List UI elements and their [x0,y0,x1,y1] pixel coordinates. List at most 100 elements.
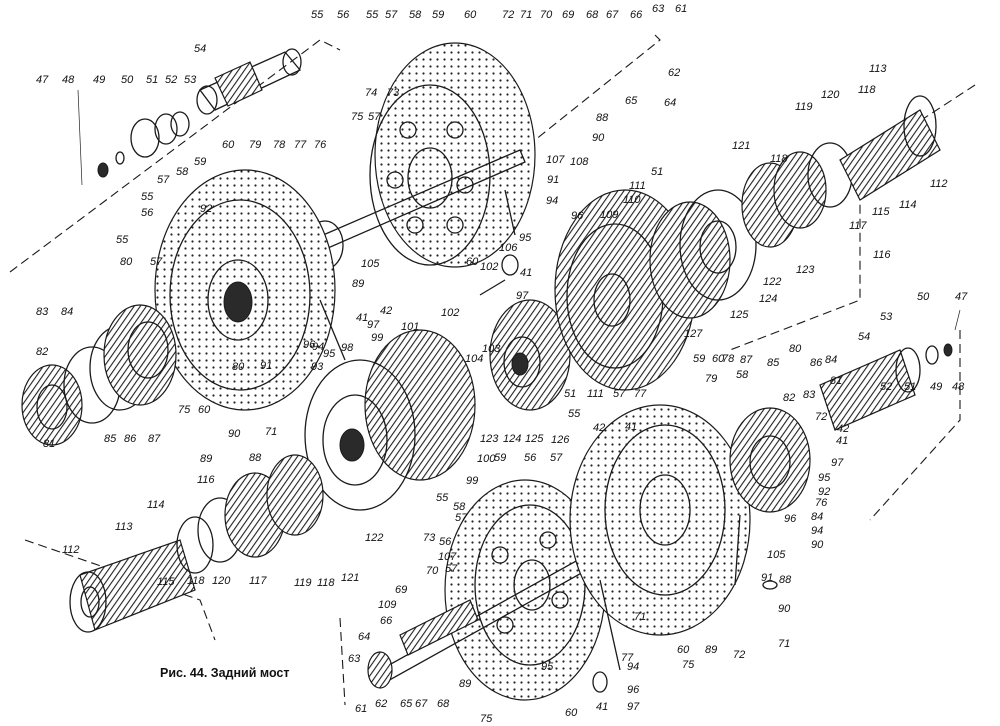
planetary-gear-left [489,299,571,411]
part-number-label: 101 [401,321,419,333]
part-number-label: 75 [178,404,191,416]
part-number-label: 88 [596,112,609,124]
part-number-label: 56 [337,9,350,21]
part-number-label: 58 [736,369,749,381]
part-number-label: 72 [502,9,514,21]
part-number-label: 95 [541,661,554,673]
part-number-label: 95 [323,348,336,360]
assembly-outlines [9,34,976,706]
part-number-label: 109 [378,599,396,611]
hub-bearings-left [21,304,177,446]
part-number-label: 62 [375,698,387,710]
part-number-label: 75 [351,111,364,123]
part-number-label: 109 [600,209,618,221]
part-number-label: 113 [115,521,133,533]
part-number-label: 122 [365,532,383,544]
part-number-label: 86 [124,433,137,445]
part-number-label: 117 [849,220,867,232]
part-number-label: 64 [358,631,370,643]
part-number-label: 53 [184,74,197,86]
part-number-label: 58 [176,166,189,178]
part-number-label: 118 [770,153,788,165]
part-number-label: 50 [121,74,134,86]
part-number-label: 70 [540,9,553,21]
part-number-label: 66 [380,615,393,627]
part-number-label: 113 [869,63,887,75]
part-number-label: 76 [815,497,828,509]
part-number-label: 61 [355,703,367,715]
part-number-label: 47 [36,74,49,86]
part-number-label: 124 [759,293,777,305]
part-number-label: 88 [779,574,792,586]
part-number-label: 59 [432,9,444,21]
part-number-label: 87 [740,354,753,366]
part-number-label: 77 [621,652,634,664]
part-number-label: 90 [811,539,824,551]
part-number-label: 123 [796,264,815,276]
part-number-label: 57 [385,9,398,21]
part-number-label: 116 [197,474,215,486]
part-number-label: 57 [455,512,468,524]
part-number-label: 96 [784,513,797,525]
part-number-label: 57 [613,388,626,400]
part-number-label: 55 [311,9,324,21]
part-number-label: 125 [525,433,544,445]
part-number-label: 47 [955,291,968,303]
part-number-label: 90 [228,428,241,440]
part-number-label: 59 [494,452,506,464]
part-number-label: 53 [880,311,893,323]
part-number-label: 54 [858,331,870,343]
washers-49-53 [97,111,190,178]
part-number-label: 80 [232,361,245,373]
part-number-label: 97 [831,457,844,469]
brake-drum-top [369,42,536,268]
part-number-label: 112 [930,178,948,190]
part-number-label: 105 [767,549,786,561]
part-number-label: 106 [499,242,518,254]
part-number-label: 87 [148,433,161,445]
part-number-label: 48 [62,74,75,86]
part-number-label: 71 [634,611,646,623]
part-number-label: 56 [439,536,452,548]
part-number-label: 55 [116,234,129,246]
figure-caption: Рис. 44. Задний мост [160,666,290,680]
gear-bearings-right [649,189,757,319]
part-number-label: 124 [503,433,521,445]
part-number-label: 67 [606,9,619,21]
part-number-label: 65 [625,95,638,107]
part-number-label: 126 [551,434,570,446]
part-number-label: 108 [570,156,589,168]
part-number-label: 41 [836,435,848,447]
part-number-label: 66 [630,9,643,21]
part-number-label: 79 [249,139,261,151]
part-number-label: 118 [858,84,876,96]
part-number-label: 48 [952,381,965,393]
part-number-label: 56 [524,452,537,464]
part-number-label: 67 [415,698,428,710]
part-number-label: 89 [352,278,364,290]
brake-drum-lower-right [569,404,811,636]
part-number-label: 121 [732,140,750,152]
part-number-label: 80 [120,256,133,268]
part-number-label: 95 [818,472,831,484]
part-number-label: 120 [212,575,231,587]
part-number-label: 97 [367,319,380,331]
part-number-label: 63 [652,3,665,15]
part-number-label: 51 [564,388,576,400]
part-number-label: 116 [873,249,891,261]
part-number-label: 41 [520,267,532,279]
part-number-label: 69 [395,584,407,596]
part-number-label: 86 [810,357,823,369]
part-number-label: 102 [480,261,498,273]
part-number-label: 83 [803,389,816,401]
part-number-label: 91 [547,174,559,186]
part-number-label: 74 [365,87,377,99]
part-number-label: 60 [464,9,477,21]
part-number-label: 71 [778,638,790,650]
part-number-label: 55 [436,492,449,504]
part-number-label: 55 [141,191,154,203]
part-number-label: 57 [368,111,381,123]
part-number-label: 80 [789,343,802,355]
part-number-label: 115 [872,206,890,218]
